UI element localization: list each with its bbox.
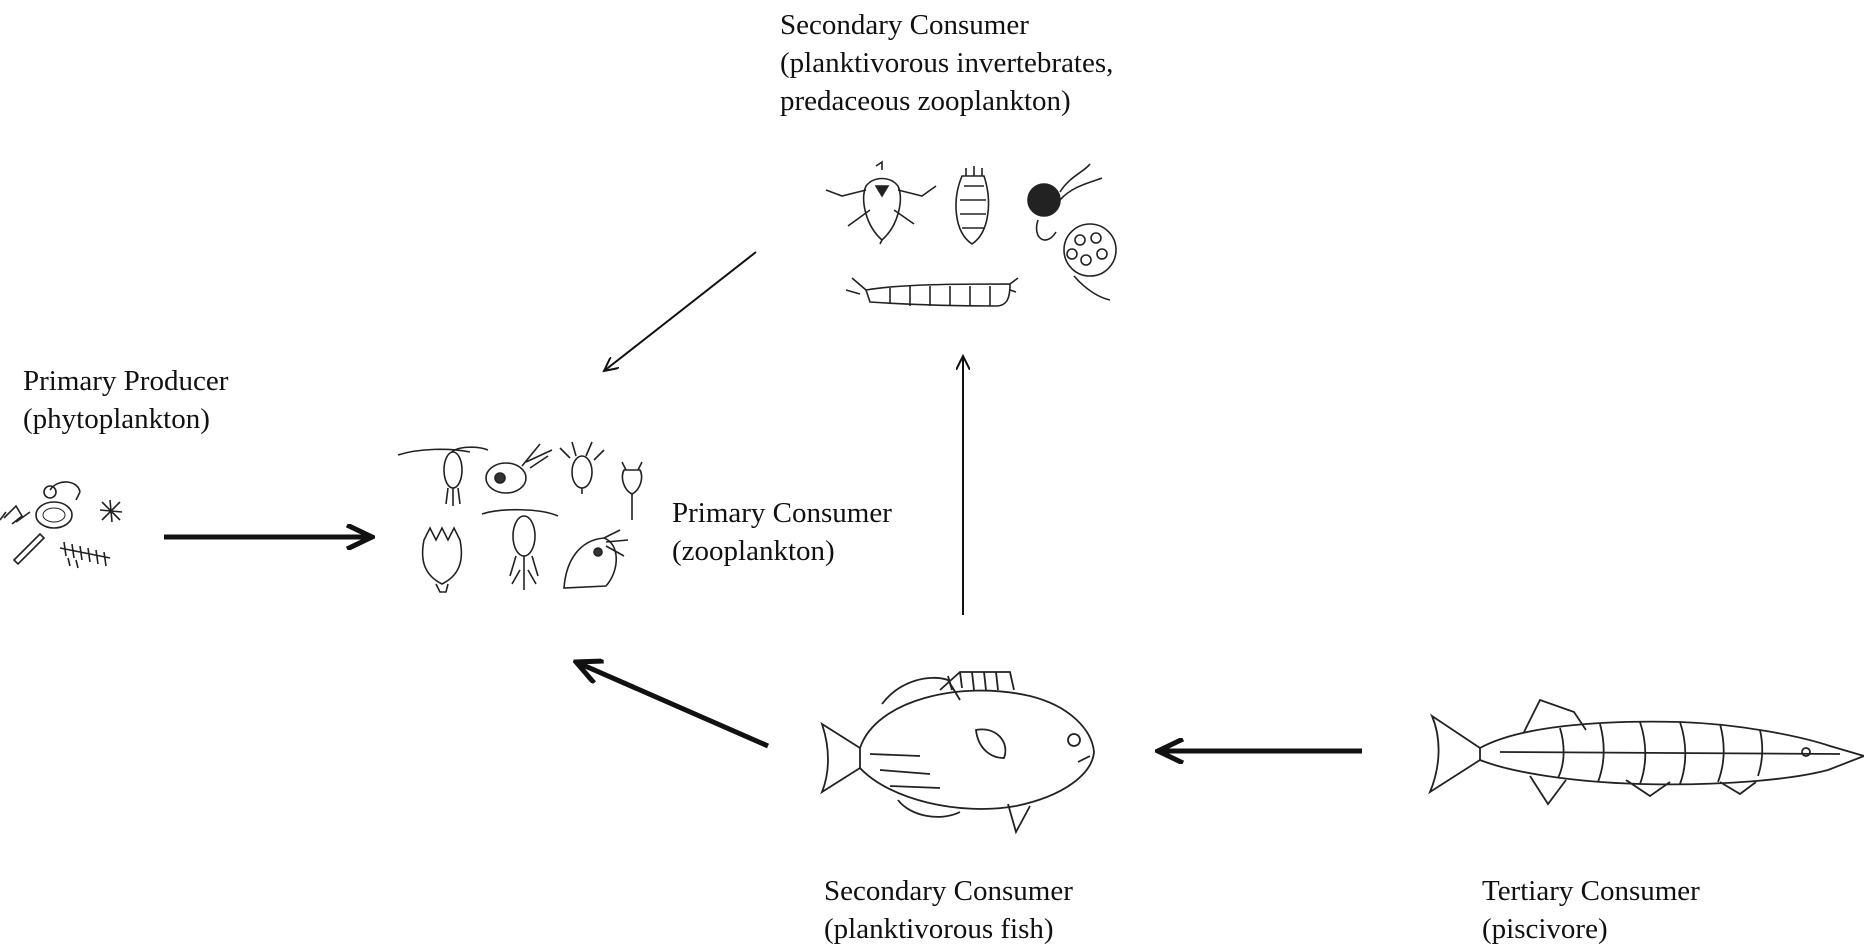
sunfish-illustration: [820, 671, 1095, 835]
tertiary-consumer-title: Tertiary Consumer: [1482, 875, 1700, 907]
secondary-consumer-fish-subtitle: (planktivorous fish): [824, 913, 1054, 945]
secondary-consumer-invertebrates-title: Secondary Consumer: [780, 9, 1029, 41]
phytoplankton-illustration: [0, 481, 123, 569]
zooplankton-illustration: [397, 441, 643, 593]
arrows: [164, 251, 1362, 751]
primary-consumer-label: Primary Consumer (zooplankton): [672, 494, 892, 570]
predatory-invertebrates-illustration: [825, 160, 1117, 307]
secondary-consumer-invertebrates-subtitle-2: predaceous zooplankton): [780, 85, 1071, 117]
tertiary-consumer-label: Tertiary Consumer (piscivore): [1482, 872, 1700, 948]
pike-illustration: [1428, 698, 1864, 806]
secondary-consumer-invertebrates-subtitle-1: (planktivorous invertebrates,: [780, 47, 1114, 79]
arrow-fish-to-zooplankton: [576, 662, 770, 749]
arrow-invertebrates-to-zooplankton: [604, 251, 757, 371]
primary-consumer-title: Primary Consumer: [672, 497, 892, 529]
secondary-consumer-fish-label: Secondary Consumer (planktivorous fish): [824, 872, 1073, 948]
primary-producer-title: Primary Producer: [23, 365, 229, 397]
tertiary-consumer-subtitle: (piscivore): [1482, 913, 1608, 945]
secondary-consumer-invertebrates-label: Secondary Consumer (planktivorous invert…: [780, 6, 1113, 120]
primary-producer-subtitle: (phytoplankton): [23, 403, 210, 435]
secondary-consumer-fish-title: Secondary Consumer: [824, 875, 1073, 907]
primary-consumer-subtitle: (zooplankton): [672, 535, 835, 567]
primary-producer-label: Primary Producer (phytoplankton): [23, 362, 228, 438]
